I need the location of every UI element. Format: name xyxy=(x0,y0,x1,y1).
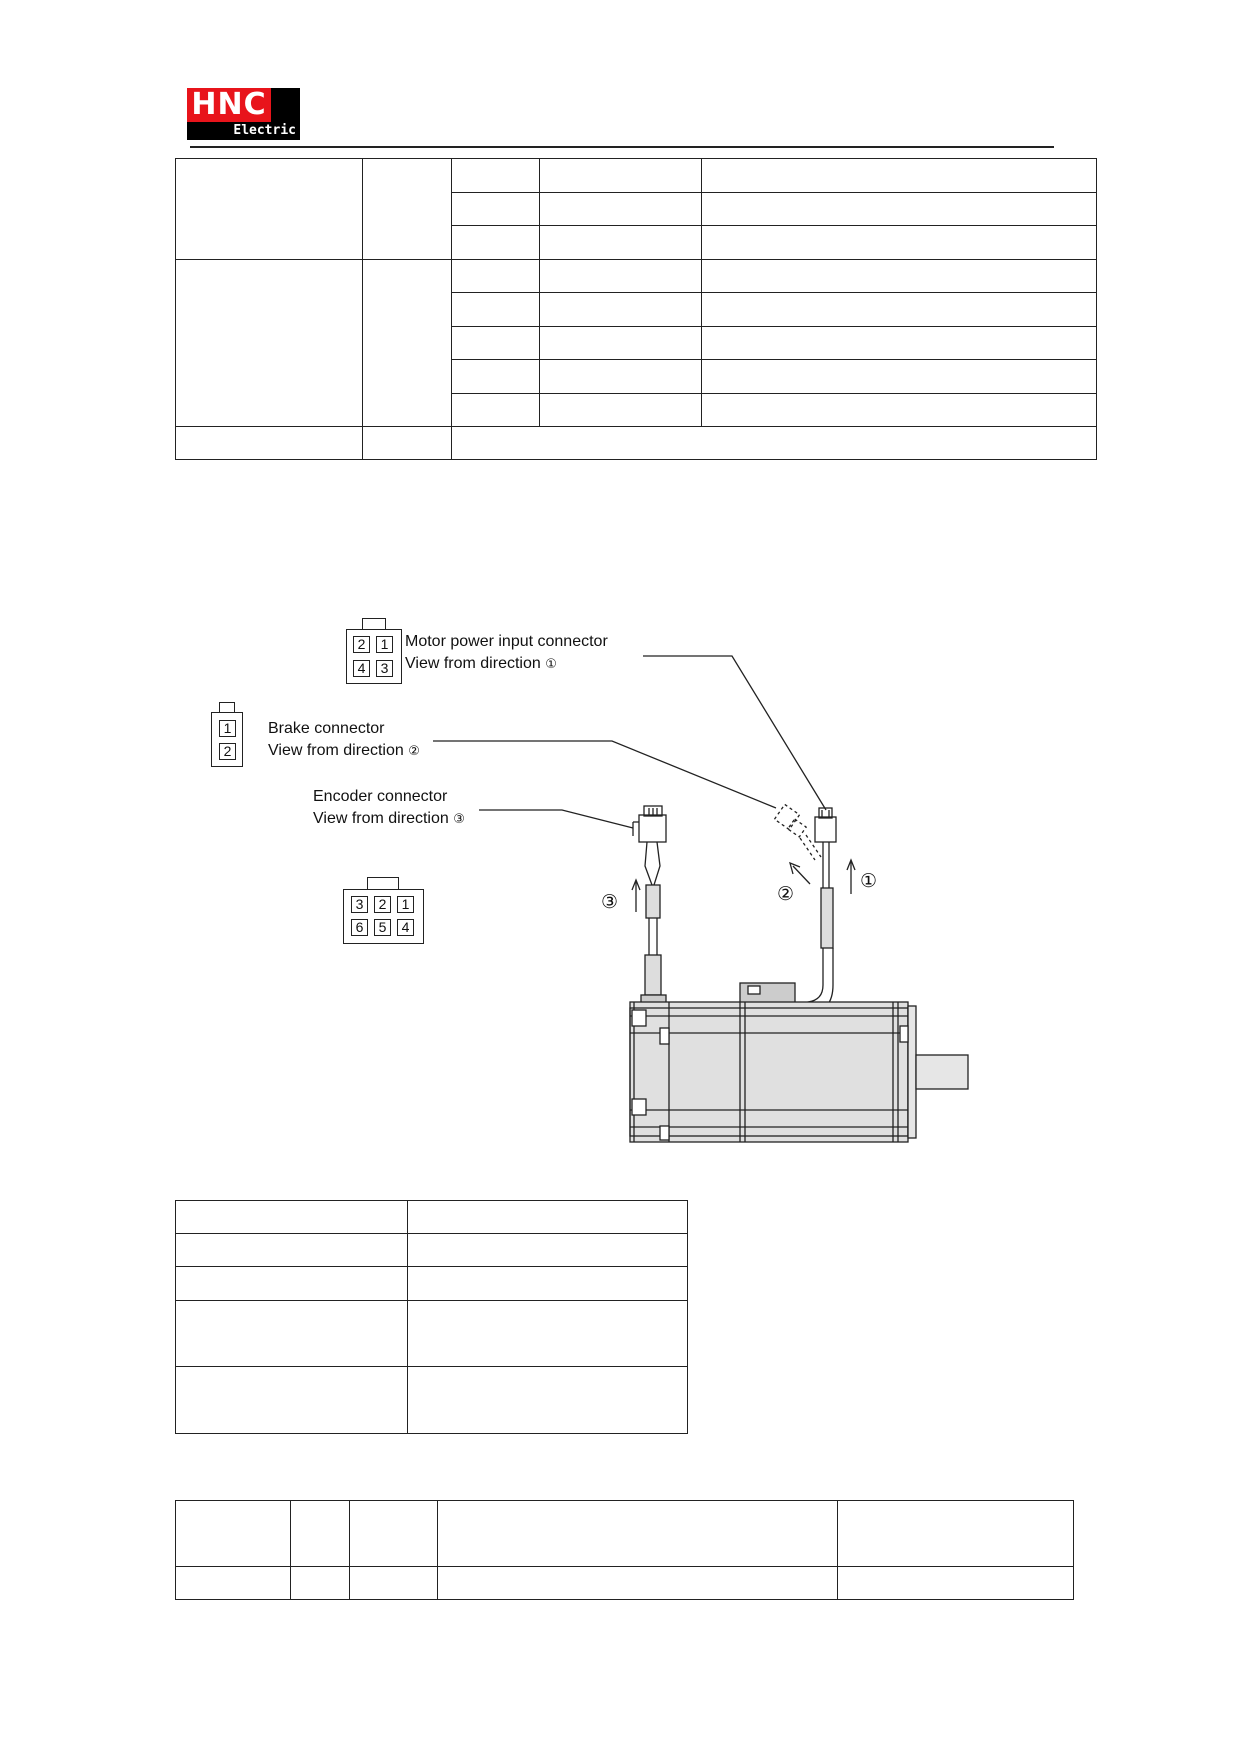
pin-label: 2 xyxy=(219,743,236,760)
pin-label: 1 xyxy=(376,636,393,653)
pin-label: 4 xyxy=(397,919,414,936)
motor-power-connector-title: Motor power input connector xyxy=(405,633,608,650)
motor-power-view-label: View from direction ① xyxy=(405,655,557,672)
encoder-view-label: View from direction ③ xyxy=(313,810,465,827)
encoder-connector-title: Encoder connector xyxy=(313,788,448,805)
pin-label: 3 xyxy=(376,660,393,677)
pin-label: 4 xyxy=(353,660,370,677)
direction-mark-3: ③ xyxy=(601,892,619,913)
logo-brand: HNC xyxy=(187,88,271,122)
pin-label: 6 xyxy=(351,919,368,936)
brake-view-label: View from direction ② xyxy=(268,742,420,759)
logo-subtitle: Electric xyxy=(233,123,296,138)
pin-label: 2 xyxy=(353,636,370,653)
company-logo: HNC Electric xyxy=(187,88,300,140)
pin-label: 5 xyxy=(374,919,391,936)
brake-connector-title: Brake connector xyxy=(268,720,385,737)
header-rule xyxy=(190,146,1054,148)
pin-label: 2 xyxy=(374,896,391,913)
direction-mark-1: ① xyxy=(860,871,878,892)
direction-mark-2: ② xyxy=(777,884,795,905)
pin-label: 3 xyxy=(351,896,368,913)
pin-label: 1 xyxy=(397,896,414,913)
pin-label: 1 xyxy=(219,720,236,737)
